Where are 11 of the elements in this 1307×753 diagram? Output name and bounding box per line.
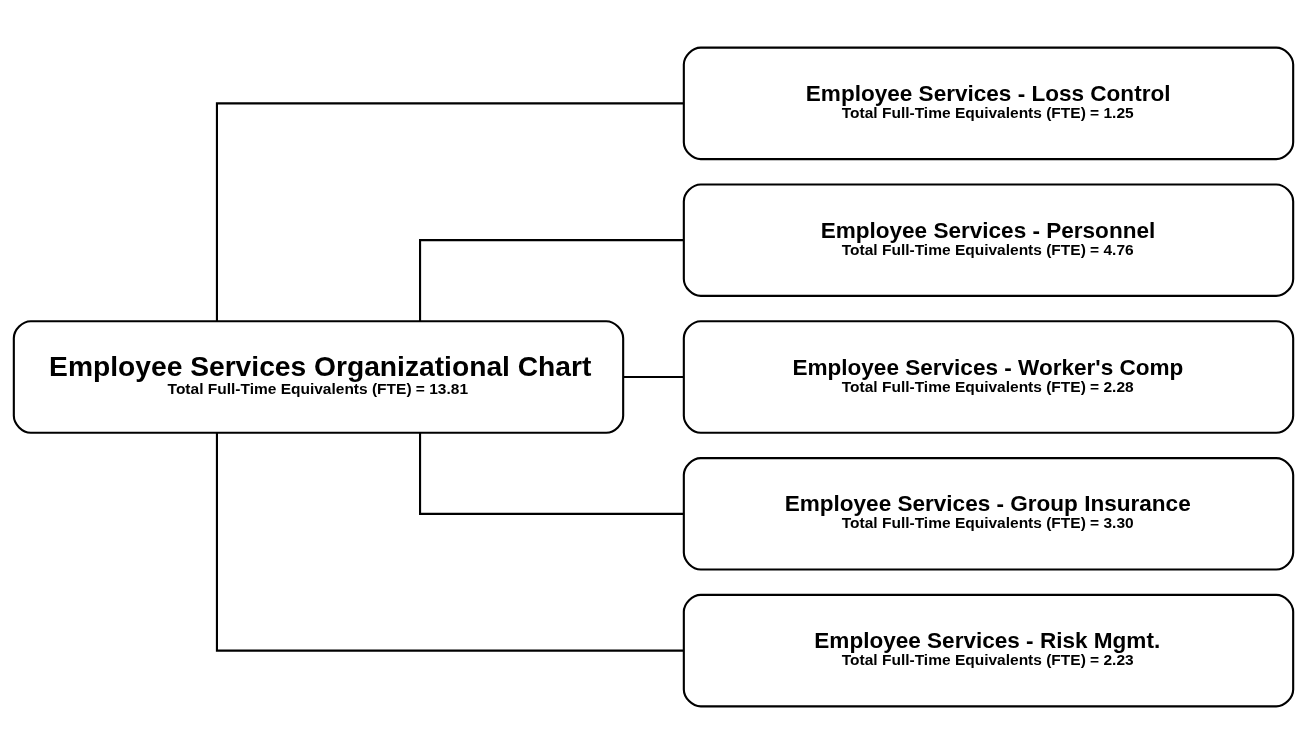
connector: [419, 432, 684, 515]
node-box: Employee Services - Loss Control Total Full-Time Equivalents (FTE) = 1.25: [682, 46, 1295, 160]
node-box: Employee Services - Risk Mgmt. Total Full-Time Equivalents (FTE) = 2.23: [682, 593, 1295, 707]
connector: [623, 375, 684, 378]
connector: [215, 432, 684, 652]
connector: [419, 238, 684, 321]
node-box: Employee Services Organizational Chart Total Full-Time Equivalents (FTE) = 13.81: [12, 319, 625, 434]
connector: [215, 101, 684, 321]
node-box: Employee Services - Personnel Total Full-Time Equivalents (FTE) = 4.76: [682, 182, 1295, 297]
node-box: Employee Services - Worker's Comp Total Full-Time Equivalents (FTE) = 2.28: [682, 319, 1295, 434]
node-box: Employee Services - Group Insurance Total Full-Time Equivalents (FTE) = 3.30: [682, 456, 1295, 571]
